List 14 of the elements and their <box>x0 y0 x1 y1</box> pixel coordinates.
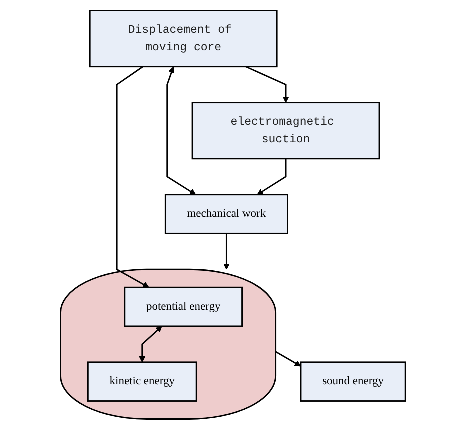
node-box: sound energy <box>300 362 407 402</box>
node-box: mechanical work <box>165 194 289 234</box>
cluster <box>60 268 277 420</box>
node-box: kinetic energy <box>88 362 198 402</box>
arrow <box>246 66 290 104</box>
node-box: Displacement of moving core <box>90 10 278 68</box>
arrow <box>258 158 288 196</box>
node-box: electromagnetic suction <box>192 102 381 160</box>
node-box: potential energy <box>124 286 244 328</box>
arrow <box>166 66 196 196</box>
arrow <box>276 351 302 367</box>
arrow <box>224 234 230 270</box>
arrow <box>140 326 163 363</box>
arrow <box>116 66 150 288</box>
